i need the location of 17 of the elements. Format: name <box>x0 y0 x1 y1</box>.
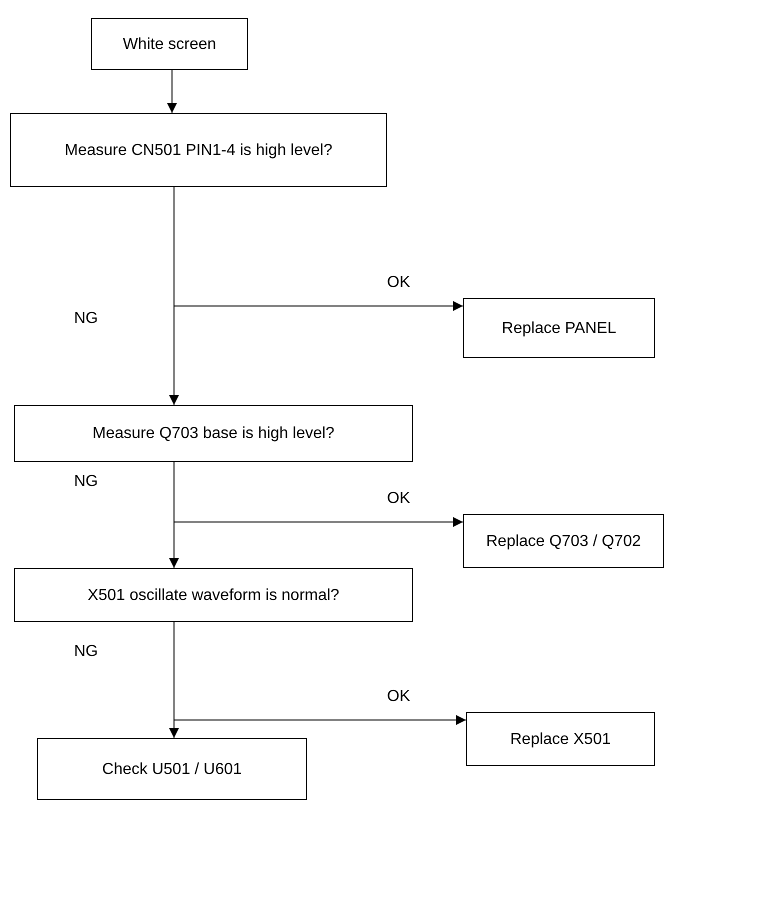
arrow <box>167 70 177 114</box>
box-text: Check U501 / U601 <box>102 760 242 780</box>
process-box <box>14 405 413 462</box>
process-box <box>466 712 655 766</box>
process-box <box>91 18 248 70</box>
box-text: Measure CN501 PIN1-4 is high level? <box>64 140 332 160</box>
box-text: X501 oscillate waveform is normal? <box>88 586 340 606</box>
box-text: Measure Q703 base is high level? <box>92 424 334 444</box>
box-text: Replace X501 <box>510 730 611 750</box>
process-box <box>37 738 307 800</box>
process-box <box>14 568 413 622</box>
process-box <box>463 514 664 568</box>
box-text: Replace Q703 / Q702 <box>486 532 641 552</box>
box-text: White screen <box>122 34 216 54</box>
process-box <box>10 113 387 187</box>
box-text: Replace PANEL <box>502 318 616 338</box>
process-box <box>463 298 655 358</box>
